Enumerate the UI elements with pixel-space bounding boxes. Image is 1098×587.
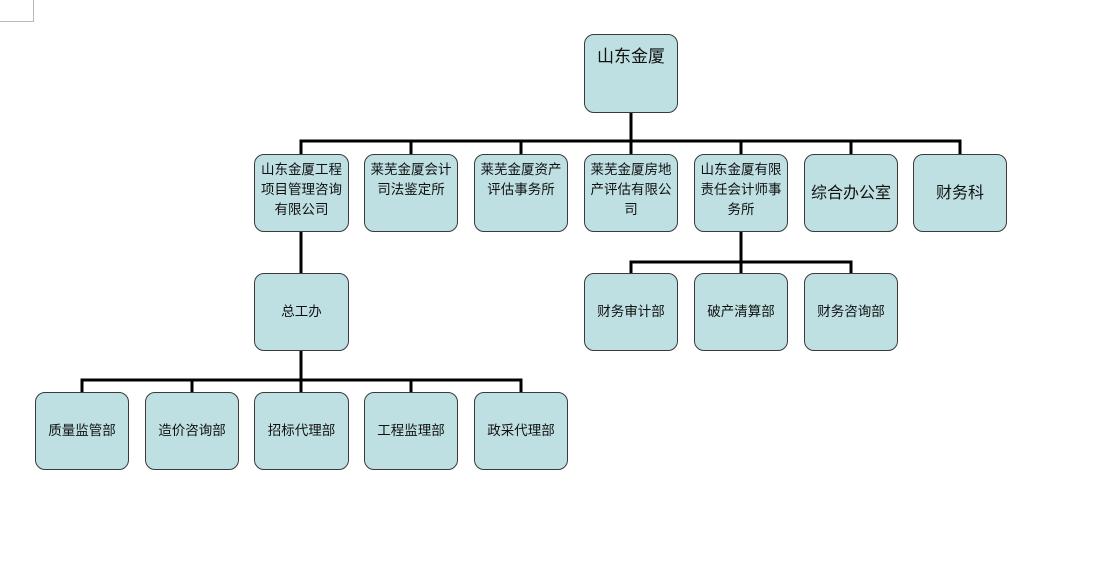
- node-dept-quality-label: 质量监管部: [48, 423, 116, 439]
- node-dept-tender: 招标代理部: [254, 392, 349, 470]
- node-dept-cost: 造价咨询部: [145, 392, 239, 470]
- node-dept-supervision: 工程监理部: [364, 392, 458, 470]
- node-dept-cost-label: 造价咨询部: [158, 423, 226, 439]
- node-dept-supervision-label: 工程监理部: [377, 423, 445, 439]
- node-level1-asset-valuation-label: 莱芜金厦资产评估事务所: [480, 162, 562, 198]
- node-dept-procurement-label: 政采代理部: [487, 423, 555, 439]
- node-level1-finance-label: 财务科: [935, 183, 984, 202]
- node-dept-consulting-label: 财务咨询部: [817, 304, 885, 320]
- node-dept-tender-label: 招标代理部: [267, 423, 336, 439]
- node-level1-forensic-label: 莱芜金厦会计司法鉴定所: [370, 162, 452, 198]
- page-corner-mark: [0, 0, 34, 22]
- node-general-office: 总工办: [254, 273, 349, 351]
- node-root: 山东金厦: [584, 34, 678, 113]
- node-level1-finance: 财务科: [913, 154, 1007, 232]
- node-level1-engineering-label: 山东金厦工程项目管理咨询有限公司: [261, 162, 342, 218]
- node-root-label: 山东金厦: [597, 47, 665, 67]
- node-level1-admin-office: 综合办公室: [804, 154, 898, 232]
- node-dept-audit-label: 财务审计部: [597, 304, 665, 320]
- node-dept-procurement: 政采代理部: [474, 392, 568, 470]
- node-dept-consulting: 财务咨询部: [804, 273, 898, 351]
- node-general-office-label: 总工办: [281, 304, 322, 320]
- node-dept-quality: 质量监管部: [35, 392, 129, 470]
- node-level1-real-estate: 莱芜金厦房地产评估有限公司: [584, 154, 678, 232]
- node-level1-accounting: 山东金厦有限责任会计师事务所: [694, 154, 788, 232]
- node-dept-liquidation-label: 破产清算部: [707, 304, 775, 320]
- node-level1-asset-valuation: 莱芜金厦资产评估事务所: [474, 154, 568, 232]
- node-level1-accounting-label: 山东金厦有限责任会计师事务所: [700, 162, 782, 218]
- node-level1-forensic: 莱芜金厦会计司法鉴定所: [364, 154, 458, 232]
- node-level1-engineering: 山东金厦工程项目管理咨询有限公司: [254, 154, 349, 232]
- node-level1-admin-office-label: 综合办公室: [810, 183, 891, 202]
- node-level1-real-estate-label: 莱芜金厦房地产评估有限公司: [590, 162, 672, 218]
- node-dept-audit: 财务审计部: [584, 273, 678, 351]
- node-dept-liquidation: 破产清算部: [694, 273, 788, 351]
